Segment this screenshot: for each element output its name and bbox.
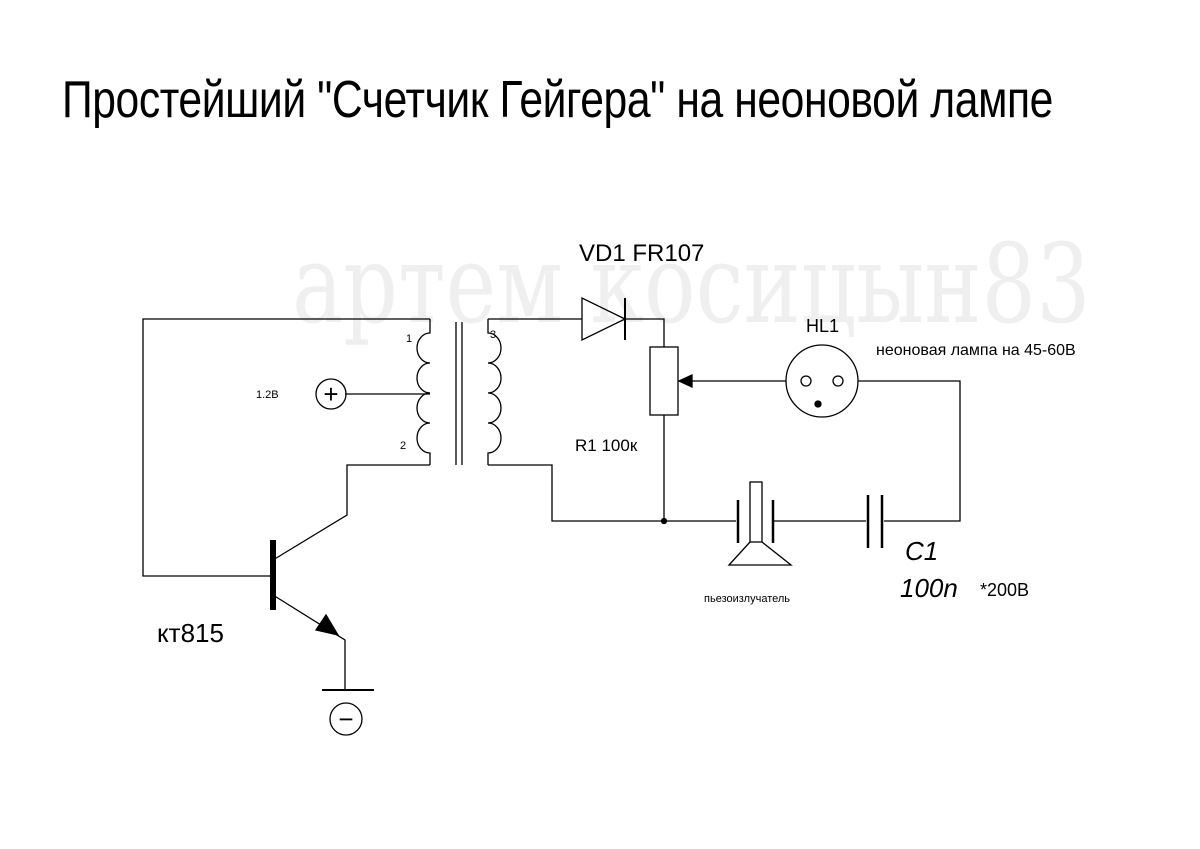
neon-lamp [785, 344, 859, 418]
minus-terminal-sign: − [338, 704, 353, 734]
diode-label: VD1 FR107 [579, 240, 705, 267]
lamp-electrode [832, 375, 844, 387]
lamp-ref-label: HL1 [806, 316, 840, 336]
author-watermark: артем косицын83 [292, 220, 1091, 348]
primary-winding [416, 319, 431, 465]
plus-terminal-sign: + [323, 379, 338, 409]
lamp-description: неоновая лампа на 45-60В [876, 342, 1076, 359]
emitter-arrow [314, 613, 340, 636]
secondary-winding [487, 319, 502, 465]
diode-symbol [581, 296, 627, 342]
supply-voltage-label: 1.2В [256, 389, 279, 401]
transistor-label: кт815 [157, 618, 224, 648]
wiper-arrow [677, 373, 693, 389]
wire-base-feedback [142, 318, 430, 577]
pin1-label: 1 [406, 333, 413, 345]
page-title: Простейший "Счетчик Гейгера" на неоновой… [62, 71, 1053, 129]
capacitor-rating-label: *200В [980, 580, 1030, 600]
pin2-label: 2 [400, 440, 407, 452]
piezo-body [749, 481, 763, 543]
capacitor-ref-label: C1 [905, 536, 939, 566]
pin3-label: 3 [490, 329, 497, 341]
wire-secondary-return [488, 464, 736, 522]
junction-dot [660, 517, 668, 525]
plus-terminal [315, 378, 347, 410]
resistor-label: R1 100к [575, 436, 638, 455]
wire-collector [272, 464, 430, 561]
piezo-horn [727, 541, 793, 566]
wire-emitter [272, 594, 346, 690]
piezo-label: пьезоизлучатель [704, 593, 791, 605]
capacitor-value-label: 100n [900, 573, 958, 603]
minus-terminal [329, 702, 363, 736]
wire-lamp-capacitor [858, 380, 961, 522]
lamp-electrode [800, 375, 812, 387]
wire-diode-resistor [625, 318, 665, 347]
lamp-gas-dot [814, 400, 822, 408]
resistor-body [649, 346, 679, 416]
